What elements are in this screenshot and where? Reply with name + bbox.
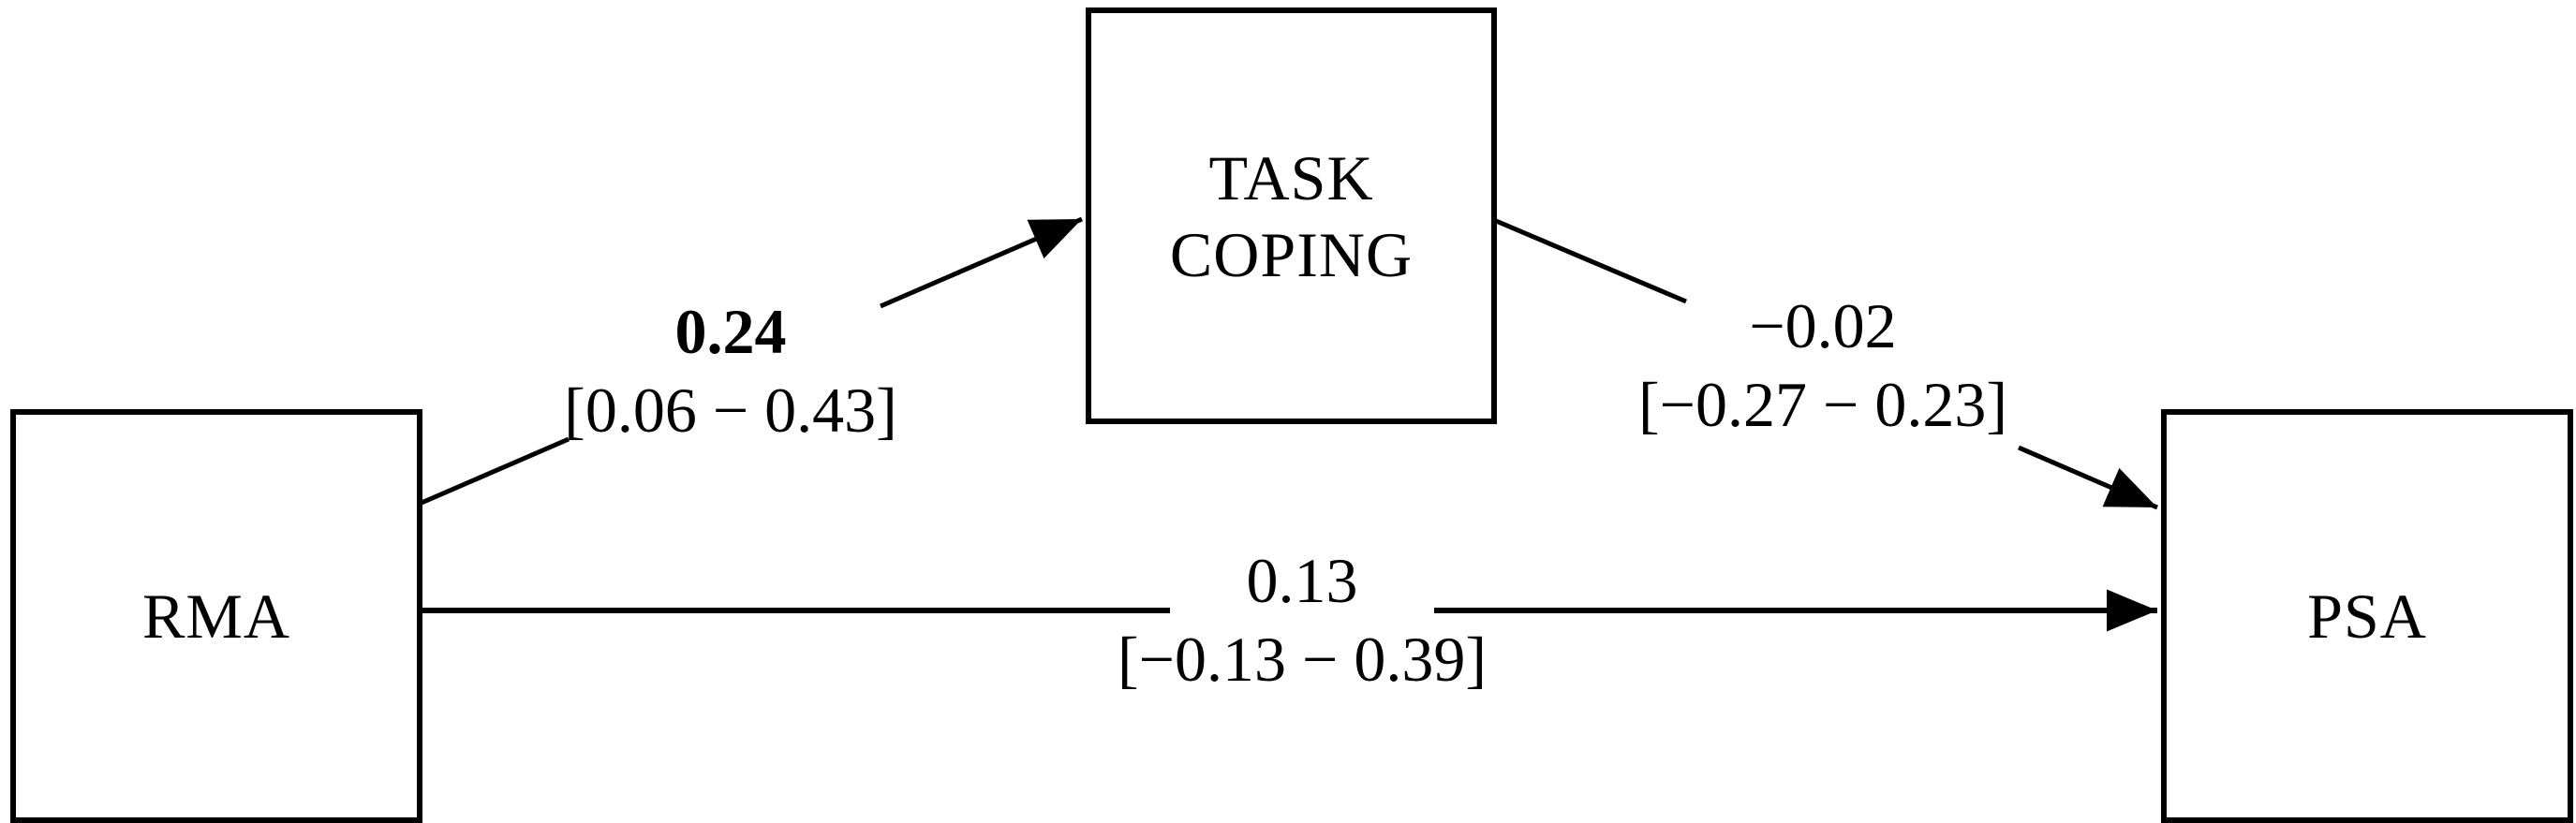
path-a-estimate: 0.24: [674, 296, 787, 367]
path-b-label: −0.02 [−0.27 − 0.23]: [1542, 287, 2104, 444]
path-b-confidence-interval: [−0.27 − 0.23]: [1638, 369, 2007, 440]
node-task-coping-label-line1: TASK: [1208, 141, 1374, 213]
arrow-rma-to-taskcoping: [414, 216, 1083, 508]
node-psa-label: PSA: [2307, 581, 2427, 652]
node-task-coping: TASK COPING: [1086, 7, 1497, 424]
path-b-estimate: −0.02: [1749, 290, 1897, 361]
node-rma-label: RMA: [142, 581, 290, 652]
path-c-confidence-interval: [−0.13 − 0.39]: [1118, 624, 1487, 695]
node-rma: RMA: [10, 409, 422, 823]
path-c-estimate: 0.13: [1246, 545, 1358, 616]
arrow-taskcoping-to-psa: [1488, 215, 2158, 510]
path-a-confidence-interval: [0.06 − 0.43]: [564, 375, 897, 446]
path-a-label: 0.24 [0.06 − 0.43]: [450, 292, 1012, 449]
node-task-coping-label-line2: COPING: [1169, 218, 1414, 290]
path-c-label: 0.13 [−0.13 − 0.39]: [1021, 541, 1583, 698]
node-psa: PSA: [2161, 409, 2573, 823]
